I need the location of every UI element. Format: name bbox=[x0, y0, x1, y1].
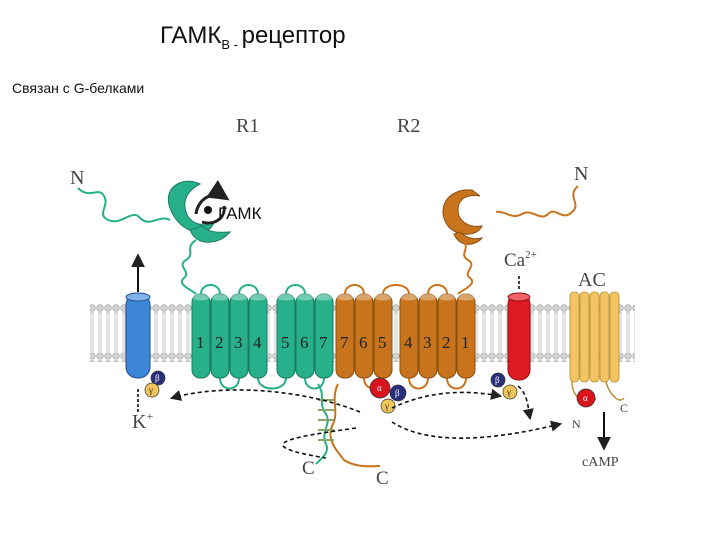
ca-g-beta bbox=[490, 372, 506, 388]
r2-helix-number: 5 bbox=[378, 333, 387, 352]
signaling-arrows bbox=[169, 385, 563, 459]
r1-helix-number: 3 bbox=[234, 333, 243, 352]
r1-label: R1 bbox=[236, 115, 259, 137]
r1-helix-number: 2 bbox=[215, 333, 224, 352]
k-g-gamma-label: γ bbox=[148, 385, 153, 395]
r1-n-terminus-label: N bbox=[70, 167, 84, 189]
r2-helix-number: 2 bbox=[442, 333, 451, 352]
r1-helix-2: 2 bbox=[210, 293, 230, 379]
r2-c-terminus-label: C bbox=[376, 468, 389, 489]
r1-helix-number: 7 bbox=[319, 333, 328, 352]
ac-n-terminus-label: N bbox=[572, 417, 581, 431]
ac-label: AC bbox=[578, 269, 606, 291]
receptor-g-beta-label: β bbox=[395, 388, 400, 398]
r2-c-terminal-tail bbox=[329, 383, 381, 468]
k-g-gamma bbox=[144, 382, 160, 398]
r1-c-terminus-label: C bbox=[302, 458, 315, 479]
r2-helix-4: 4 bbox=[399, 293, 419, 379]
r2-helix-3: 5 bbox=[373, 293, 393, 379]
r2-n-terminus-label: N bbox=[574, 163, 588, 185]
r1-c-terminal-tail bbox=[315, 383, 329, 465]
r1-helix-5: 5 bbox=[276, 293, 296, 379]
helix-loop bbox=[427, 284, 448, 295]
gaba-ligand-label: ГАМК bbox=[218, 204, 262, 223]
helix-loop bbox=[219, 377, 240, 390]
ca-channel bbox=[507, 276, 531, 381]
ac-helix bbox=[569, 291, 580, 383]
ac-helix bbox=[579, 291, 590, 383]
receptor-g-gamma-label: γ bbox=[384, 401, 389, 411]
coiled-coil bbox=[318, 399, 334, 441]
r2-helix-7: 1 bbox=[456, 293, 476, 379]
r2-helix-number: 6 bbox=[359, 333, 368, 352]
r1-helix-6: 6 bbox=[295, 293, 315, 379]
r1-helix-7: 7 bbox=[314, 293, 334, 379]
r2-helix-6: 2 bbox=[437, 293, 457, 379]
helix-loop bbox=[200, 284, 221, 295]
r1-helix-number: 1 bbox=[196, 333, 205, 352]
k-g-beta-label: β bbox=[155, 373, 160, 383]
helix-loop bbox=[257, 377, 287, 390]
ca-ion-label: Ca2+ bbox=[504, 249, 537, 271]
ac-helix bbox=[589, 291, 600, 383]
helix-loop bbox=[304, 377, 325, 390]
ca-g-beta-label: β bbox=[495, 375, 500, 385]
r1-helix-4: 4 bbox=[248, 293, 268, 379]
ac-c-terminus-label: C bbox=[620, 401, 628, 415]
r1-helix-number: 5 bbox=[281, 333, 290, 352]
r2-helix-2: 6 bbox=[354, 293, 374, 379]
r2-extracellular-domain bbox=[442, 189, 484, 245]
helix-loop bbox=[382, 284, 410, 295]
r2-helix-number: 1 bbox=[461, 333, 470, 352]
title-rest: рецептор bbox=[241, 22, 346, 49]
ca-g-gamma bbox=[502, 384, 518, 400]
k-g-beta bbox=[150, 370, 166, 386]
helix-loop bbox=[344, 284, 365, 295]
k-channel bbox=[125, 253, 151, 379]
r1-linker bbox=[180, 239, 197, 295]
r1-helix-number: 4 bbox=[253, 333, 262, 352]
r1-n-terminal-tail bbox=[77, 187, 171, 223]
adenylyl-cyclase bbox=[569, 291, 625, 403]
page-subtitle: Связан с G-белками bbox=[12, 80, 145, 96]
title-subscript: B - bbox=[221, 37, 242, 52]
r2-helix-5: 3 bbox=[418, 293, 438, 379]
receptor-g-beta bbox=[389, 384, 407, 402]
helix-loop bbox=[285, 284, 306, 295]
helix-loop bbox=[408, 377, 429, 390]
title-main: ГАМК bbox=[160, 22, 222, 49]
ac-g-alpha-label: α bbox=[583, 393, 588, 403]
r1-helix-3: 3 bbox=[229, 293, 249, 379]
ac-helix bbox=[609, 291, 620, 383]
r2-linker bbox=[457, 239, 474, 295]
r1-helix-number: 6 bbox=[300, 333, 309, 352]
helix-loop bbox=[238, 284, 259, 295]
r2-helix-number: 7 bbox=[340, 333, 349, 352]
receptor-g-alpha-label: α bbox=[377, 383, 382, 393]
k-ion-label: K+ bbox=[132, 409, 153, 433]
r2-helix-number: 4 bbox=[404, 333, 413, 352]
camp-label: cAMP bbox=[582, 455, 619, 470]
gaba-ligand bbox=[204, 206, 212, 214]
ca-g-gamma-label: γ bbox=[506, 387, 511, 397]
receptor-g-alpha bbox=[369, 377, 391, 399]
page-title: ГАМКB - рецептор bbox=[160, 22, 346, 52]
helix-loop bbox=[446, 377, 467, 390]
r1-helix-1: 1 bbox=[191, 293, 211, 379]
r2-n-terminal-tail bbox=[495, 185, 579, 218]
ac-g-alpha bbox=[576, 388, 596, 408]
r2-helix-1: 7 bbox=[335, 293, 355, 379]
r1-extracellular-domain bbox=[167, 179, 232, 243]
r2-helix-number: 3 bbox=[423, 333, 432, 352]
ac-helix bbox=[599, 291, 610, 383]
r2-label: R2 bbox=[397, 115, 420, 137]
